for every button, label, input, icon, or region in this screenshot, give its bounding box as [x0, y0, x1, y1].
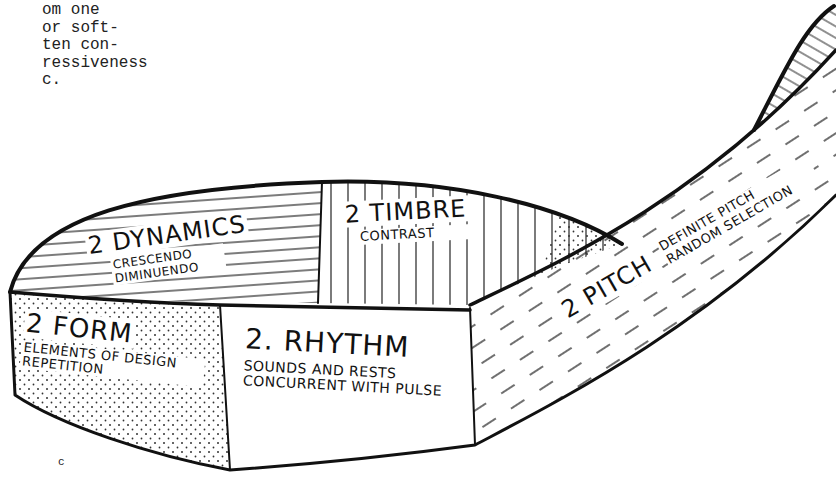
panel-body: ELEMENTS OF DESIGN REPETITION — [19, 340, 205, 388]
form-face — [10, 292, 230, 470]
front-top-edge — [10, 292, 470, 310]
panel-heading: 2 TIMBRE — [342, 195, 469, 228]
panel-divider — [470, 308, 475, 445]
form-face-ground — [10, 292, 230, 470]
panel-heading: 2 PITCH — [556, 250, 659, 325]
band-outlines — [10, 6, 836, 470]
curl-face — [754, 6, 836, 130]
panel-body: CONTRAST — [358, 224, 483, 245]
dynamics-face — [10, 182, 322, 303]
panel-divider — [318, 182, 322, 303]
cut-off-text: ressiveness — [42, 55, 148, 73]
band-panel: 2 TIMBRECONTRAST — [338, 192, 490, 250]
panel-divider — [220, 305, 230, 470]
cut-off-text: om one — [42, 2, 100, 20]
panel-heading: 2. RHYTHM — [242, 324, 412, 364]
panel-body: DEFINITE PITCH RANDOM SELECTION — [655, 156, 820, 268]
rhythm-face — [220, 305, 475, 470]
cut-off-text: c. — [42, 72, 61, 90]
band-faces — [10, 6, 836, 470]
band-panel: 2 PITCHDEFINITE PITCH RANDOM SELECTION — [550, 149, 829, 330]
cut-off-text: or soft- — [42, 20, 119, 38]
panel-body: SOUNDS AND RESTS CONCURRENT WITH PULSE — [241, 358, 466, 400]
band-panel: 2. RHYTHMSOUNDS AND RESTS CONCURRENT WIT… — [236, 322, 475, 405]
cut-off-text: c — [58, 456, 65, 468]
band-panel: 2 FORMELEMENTS OF DESIGN REPETITION — [15, 306, 217, 393]
band-panel: 2 DYNAMICSCRESCENDO DIMINUENDO — [80, 208, 262, 294]
curl-edge — [754, 6, 834, 130]
cut-off-text: ten con- — [42, 37, 119, 55]
